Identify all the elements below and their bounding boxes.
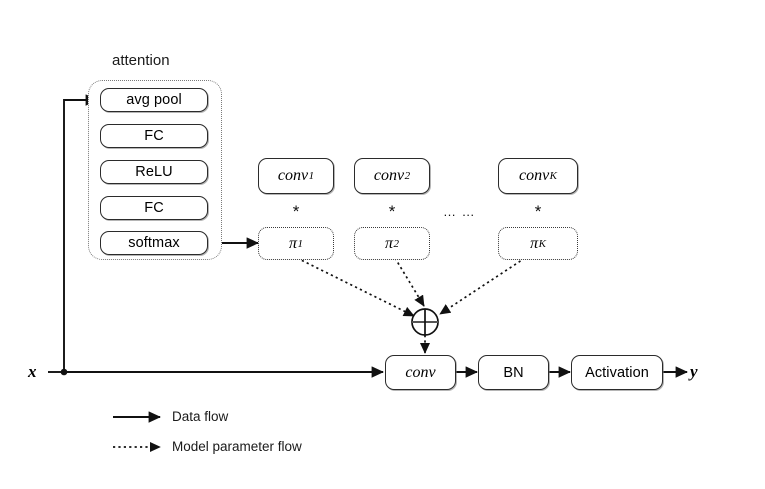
main-block-conv-label: conv (405, 363, 436, 381)
main-block-activation-label: Activation (585, 364, 649, 381)
pi-weight-1-subscript: 1 (297, 237, 304, 250)
main-block-bn[interactable]: BN (478, 355, 549, 390)
attention-block-avg-pool[interactable]: avg pool (100, 88, 208, 112)
multiply-symbol-k: * (534, 202, 542, 221)
conv-kernel-1-base: conv (277, 167, 309, 184)
main-block-activation[interactable]: Activation (571, 355, 663, 390)
attention-block-fc-2-label: FC (144, 200, 164, 216)
output-variable-y: y (690, 362, 698, 381)
multiply-symbol-1: * (292, 202, 300, 221)
pi-weight-2-base: π (384, 234, 393, 252)
arrow-piK-to-sum (439, 257, 526, 315)
pi-weight-k-base: π (530, 234, 539, 252)
pi-weight-1-base: π (288, 234, 297, 252)
arrow-pi2-to-sum (394, 257, 425, 307)
pi-weight-k-subscript: K (538, 237, 546, 250)
arrow-pi1-to-sum (296, 257, 415, 317)
conv-kernel-1-subscript: 1 (308, 170, 315, 182)
legend-label-data-flow: Data flow (172, 409, 229, 424)
input-junction-dot (60, 368, 68, 376)
pi-weight-2-subscript: 2 (393, 237, 400, 250)
conv-kernel-2-base: conv (373, 167, 405, 184)
attention-block-avg-pool-label: avg pool (126, 92, 182, 108)
attention-block-softmax-label: softmax (128, 235, 180, 251)
sum-node-circle (411, 308, 439, 336)
conv-kernel-k-subscript: K (549, 170, 558, 182)
attention-block-fc-1[interactable]: FC (100, 124, 208, 148)
attention-block-relu[interactable]: ReLU (100, 160, 208, 184)
attention-block-fc-1-label: FC (144, 128, 164, 144)
conv-kernel-k-base: conv (518, 167, 550, 184)
attention-block-relu-label: ReLU (135, 164, 173, 180)
attention-group-title: attention (112, 52, 170, 69)
attention-block-softmax[interactable]: softmax (100, 231, 208, 255)
legend-label-model-parameter-flow: Model parameter flow (172, 439, 302, 454)
multiply-symbol-2: * (388, 202, 396, 221)
input-variable-x: x (28, 362, 37, 381)
kernel-ellipsis: … … (443, 204, 476, 219)
main-block-conv[interactable]: conv (385, 355, 456, 390)
conv-kernel-2-subscript: 2 (404, 170, 411, 182)
attention-block-fc-2[interactable]: FC (100, 196, 208, 220)
main-block-bn-label: BN (503, 364, 524, 381)
